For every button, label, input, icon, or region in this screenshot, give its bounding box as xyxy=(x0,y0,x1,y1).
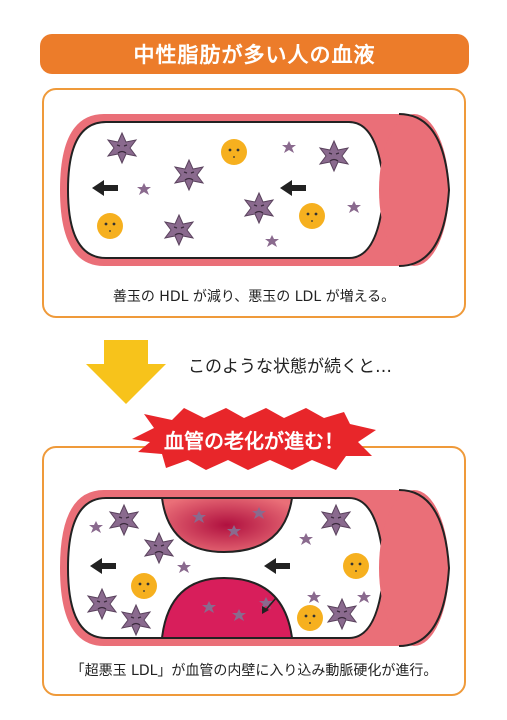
hdl-particle-icon xyxy=(296,604,324,632)
top-panel: 善玉の HDL が減り、悪玉の LDL が増える。 xyxy=(42,88,466,318)
down-arrow-icon xyxy=(86,340,166,404)
top-caption: 善玉の HDL が減り、悪玉の LDL が増える。 xyxy=(112,289,396,305)
plaque-bottom xyxy=(160,576,294,639)
title-text: 中性脂肪が多い人の血液 xyxy=(133,43,376,67)
flow-arrow-icon xyxy=(92,180,118,196)
hdl-particle-icon xyxy=(342,552,370,580)
transition-text: このような状態が続くと… xyxy=(188,357,392,377)
warning-burst xyxy=(132,408,376,470)
flow-arrow-icon xyxy=(280,180,306,196)
bottom-panel: 「超悪玉 LDL」が血管の内壁に入り込み動脈硬化が進行。 xyxy=(42,446,466,696)
hdl-particle-icon xyxy=(220,138,248,166)
warning-text: 血管の老化が進む！ xyxy=(164,428,344,453)
hdl-particle-icon xyxy=(130,572,158,600)
flow-arrow-icon xyxy=(264,558,290,574)
normal-blood-vessel xyxy=(60,113,451,267)
bottom-caption: 「超悪玉 LDL」が血管の内壁に入り込み動脈硬化が進行。 xyxy=(70,663,438,679)
hdl-particle-icon xyxy=(96,212,124,240)
title-banner: 中性脂肪が多い人の血液 xyxy=(40,34,469,74)
hdl-particle-icon xyxy=(298,202,326,230)
flow-arrow-icon xyxy=(90,558,116,574)
narrowed-blood-vessel xyxy=(60,489,451,647)
